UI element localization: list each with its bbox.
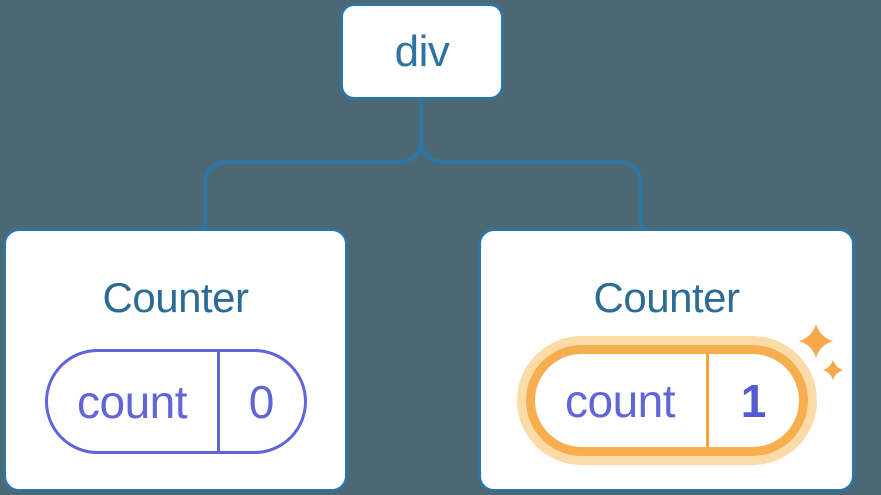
state-pill: count 0 [44,349,307,454]
root-node-div: div [340,3,504,100]
sparkle-large [799,324,833,358]
connector-root-to-left-counter [203,98,423,231]
sparkle-small [823,360,843,380]
component-title: Counter [593,274,740,321]
counter-node-left: Counter count 0 [3,228,348,492]
state-key-label: count [564,374,676,427]
state-pill-highlighted: count 1 [525,345,808,456]
state-value: 1 [705,354,799,447]
connector-root-to-right-counter [419,98,643,231]
counter-node-right: Counter count 1 [478,228,855,492]
state-value: 0 [216,352,304,451]
state-key-label: count [76,375,188,428]
root-node-label: div [394,26,450,76]
component-title: Counter [102,274,249,321]
